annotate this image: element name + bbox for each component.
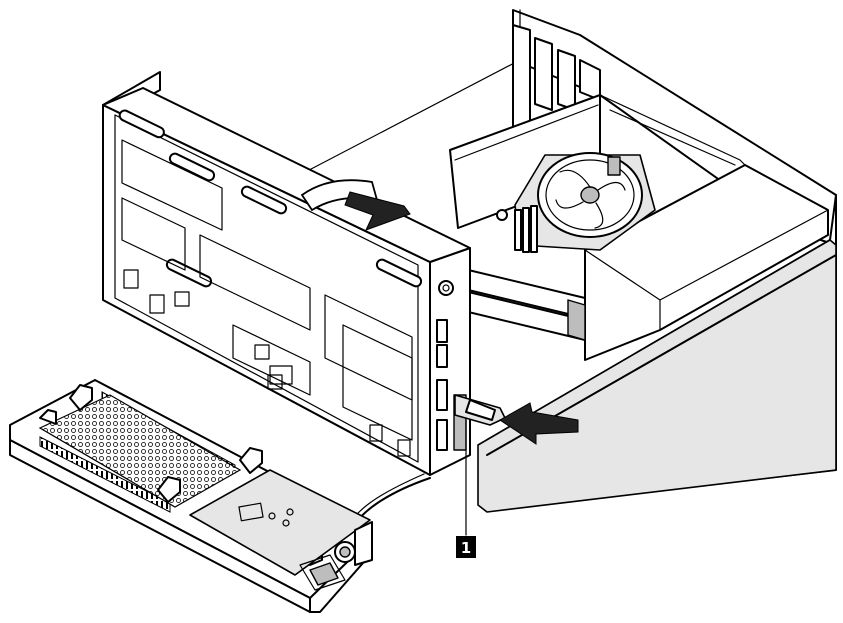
cpu-fan-assembly <box>496 152 656 253</box>
callout-box <box>456 536 476 558</box>
push-arrow <box>499 402 579 445</box>
panel-cutouts <box>121 139 413 457</box>
mesh-grille-icon <box>38 394 242 508</box>
tray-vent-slots <box>39 436 171 513</box>
rotate-arrow <box>300 179 411 231</box>
chassis-base <box>477 239 837 513</box>
callout-1: 1 <box>456 536 476 558</box>
power-button-icon <box>438 280 454 296</box>
panel-slots <box>118 109 423 288</box>
heatsink-fins <box>514 205 538 253</box>
callout-label: 1 <box>461 539 471 557</box>
memory-slots <box>459 267 586 341</box>
fan-connector <box>607 156 621 176</box>
release-latch <box>454 394 506 536</box>
screw-icon <box>496 209 508 221</box>
expansion-slots <box>512 24 601 146</box>
bezel-tray <box>9 379 373 613</box>
usb-port <box>436 319 448 343</box>
front-ports <box>436 280 467 451</box>
